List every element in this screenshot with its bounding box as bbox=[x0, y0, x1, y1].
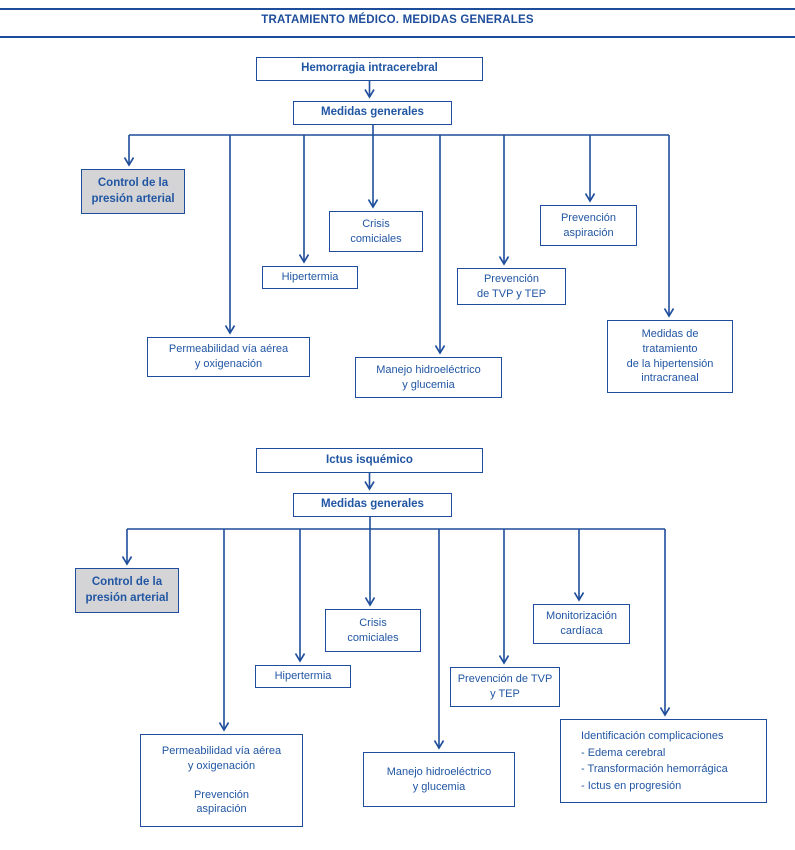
node-crisis-comiciales-1: Crisis comiciales bbox=[329, 211, 423, 252]
diagram2-connectors bbox=[127, 473, 665, 748]
node-monitorizacion-cardiaca: Monitorización cardíaca bbox=[533, 604, 630, 644]
diagram1-connectors bbox=[129, 81, 669, 353]
node-prevencion-aspiracion-1: Prevención aspiración bbox=[540, 205, 637, 246]
node-ictus-isquemico: Ictus isquémico bbox=[256, 448, 483, 473]
node-crisis-comiciales-2: Crisis comiciales bbox=[325, 609, 421, 652]
node-prevencion-tvp-2: Prevención de TVP y TEP bbox=[450, 667, 560, 707]
header-rule-bottom bbox=[0, 36, 795, 38]
node-medidas-generales-2: Medidas generales bbox=[293, 493, 452, 517]
node-hipertermia-2: Hipertermia bbox=[255, 665, 351, 688]
node-hemorragia-intracerebral: Hemorragia intracerebral bbox=[256, 57, 483, 81]
node-medidas-generales-1: Medidas generales bbox=[293, 101, 452, 125]
node-control-presion-arterial-1: Control de la presión arterial bbox=[81, 169, 185, 214]
node-prevencion-tvp-1: Prevención de TVP y TEP bbox=[457, 268, 566, 305]
header-rule-top bbox=[0, 8, 795, 10]
node-control-presion-arterial-2: Control de la presión arterial bbox=[75, 568, 179, 613]
node-permeabilidad-aspiracion-2: Permeabilidad vía aérea y oxigenación Pr… bbox=[140, 734, 303, 827]
node-manejo-hidroelectrico-1: Manejo hidroeléctrico y glucemia bbox=[355, 357, 502, 398]
node-hipertermia-1: Hipertermia bbox=[262, 266, 358, 289]
page-title: TRATAMIENTO MÉDICO. MEDIDAS GENERALES bbox=[261, 14, 534, 26]
node-hipertension-intracraneal: Medidas de tratamiento de la hipertensió… bbox=[607, 320, 733, 393]
node-manejo-hidroelectrico-2: Manejo hidroeléctrico y glucemia bbox=[363, 752, 515, 807]
node-identificacion-complicaciones: Identificación complicaciones - Edema ce… bbox=[560, 719, 767, 803]
node-permeabilidad-1: Permeabilidad vía aérea y oxigenación bbox=[147, 337, 310, 377]
